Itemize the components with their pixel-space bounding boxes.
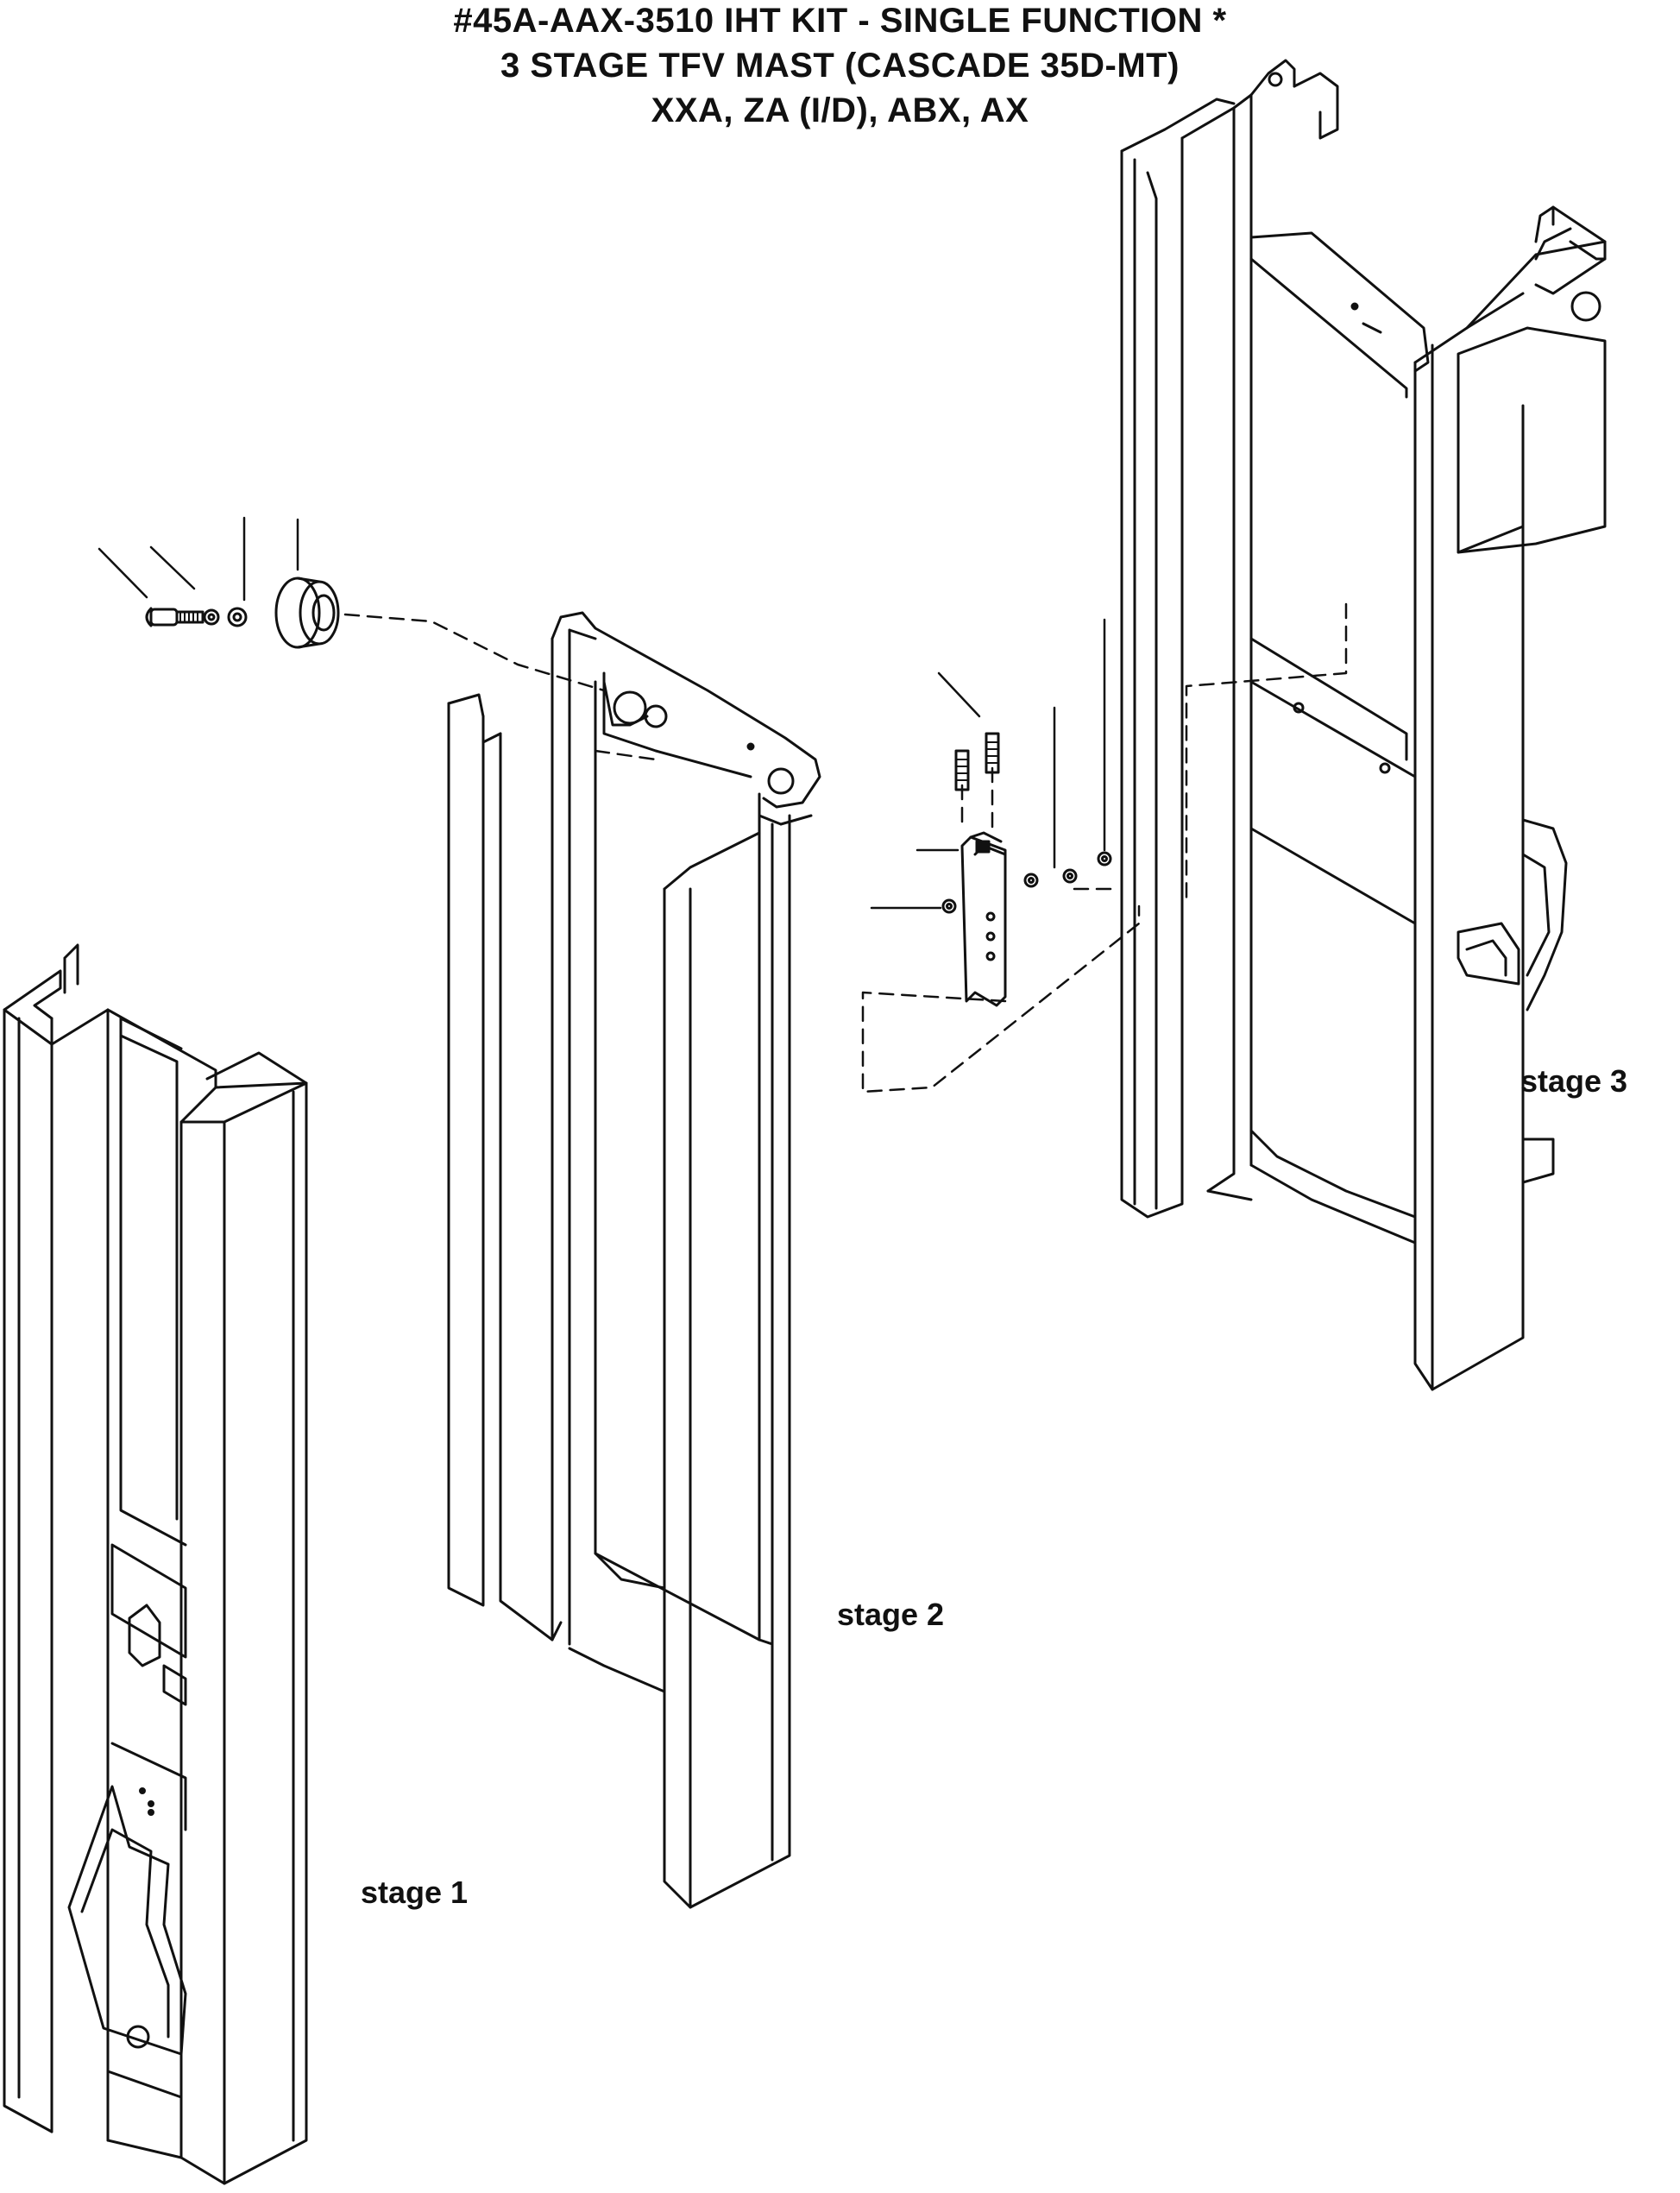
sheave-assembly [98,516,340,649]
bracket-kit [870,618,1112,1007]
title-line-1: #45A-AAX-3510 IHT KIT - SINGLE FUNCTION … [453,2,1227,40]
stage-2-channel [447,611,821,1909]
stage-3-channel [1120,59,1607,1391]
stage-2-label: stage 2 [837,1597,945,1632]
title-line-2: 3 STAGE TFV MAST (CASCADE 35D-MT) [500,47,1180,85]
stage-1-channel [3,943,308,2185]
title-line-3: XXA, ZA (I/D), ABX, AX [651,91,1029,129]
placement-guide-lines [343,602,1348,1093]
stage-3-label: stage 3 [1520,1063,1628,1099]
stage-1-label: stage 1 [361,1875,469,1910]
